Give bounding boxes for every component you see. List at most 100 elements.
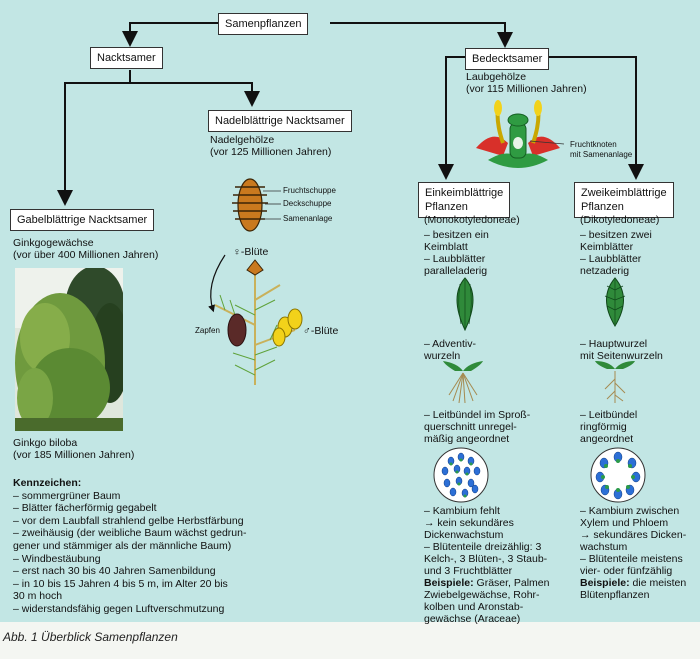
ginkgo-name: Ginkgo biloba bbox=[13, 437, 78, 449]
di-beispiele-text: Beispiele: die meisten Blütenpflanzen bbox=[580, 577, 686, 601]
di-keimblatt-text: – besitzen zwei Keimblätter– Laubblätter… bbox=[580, 229, 652, 277]
ginkgo-tree-photo bbox=[15, 268, 123, 431]
kennzeichen-title: Kennzeichen: bbox=[13, 477, 82, 489]
ginkgo-group: Ginkgogewächse bbox=[13, 237, 94, 249]
box-zweikeimblaettrige: Zweikeimblättrige Pflanzen bbox=[574, 182, 674, 218]
figure-caption: Abb. 1 Überblick Samenpflanzen bbox=[3, 630, 178, 644]
mono-keimblatt-line: – Laubblätter bbox=[424, 253, 486, 265]
laub-group: Laubgehölze bbox=[466, 71, 527, 83]
mono-wurzel-line: wurzeln bbox=[424, 350, 461, 362]
mono-leitbuendel-line: querschnitt unregel- bbox=[424, 421, 517, 433]
di-leaf-icon bbox=[604, 277, 626, 327]
nadel-label: Nadelblättrige Nacktsamer bbox=[215, 115, 345, 127]
laubgehoelze-text: Laubgehölze (vor 115 Millionen Jahren) bbox=[466, 71, 587, 95]
mono-root-icon bbox=[443, 361, 483, 403]
mono-beispiele-label: Beispiele: bbox=[424, 577, 474, 589]
nadel-age: (vor 125 Millionen Jahren) bbox=[210, 146, 332, 158]
kennzeichen-list: – sommergrüner Baum– Blätter fächerförmi… bbox=[13, 490, 246, 616]
mono-beispiele-0: Gräser, Palmen bbox=[473, 577, 550, 589]
label-female-flower: ♀-Blüte bbox=[233, 246, 269, 258]
kennzeichen-item: – widerstandsfähig gegen Luftverschmutzu… bbox=[13, 602, 225, 615]
mono-kambium-line: und 3 Fruchtblätter bbox=[424, 565, 513, 577]
mono-kambium-line: Dickenwachstum bbox=[424, 529, 504, 541]
kennzeichen-item: 30 m hoch bbox=[13, 590, 63, 603]
mono-kambium-line: – Kambium fehlt bbox=[424, 505, 500, 517]
mono-title-2: Pflanzen bbox=[425, 201, 468, 213]
di-keimblatt-line: – besitzen zwei bbox=[580, 229, 652, 241]
di-beispiele-1: Blütenpflanzen bbox=[580, 589, 650, 601]
kennzeichen-item: gener und stämmiger als der männliche Ba… bbox=[13, 539, 232, 552]
di-leitbuendel-line: ringförmig bbox=[580, 421, 627, 433]
kennzeichen-item: – erst nach 30 bis 40 Jahren Samenbildun… bbox=[13, 565, 216, 578]
kennzeichen-item: – Windbestäubung bbox=[13, 552, 101, 565]
kennzeichen-block: Kennzeichen: – sommergrüner Baum– Blätte… bbox=[13, 477, 246, 616]
di-wurzel-line: – Hauptwurzel bbox=[580, 338, 648, 350]
mono-keimblatt-line: – besitzen ein bbox=[424, 229, 489, 241]
kennzeichen-item: – Blätter fächerförmig gegabelt bbox=[13, 502, 157, 515]
angiosperm-flower-illustration bbox=[476, 100, 565, 168]
di-kambium-text: – Kambium zwischen Xylem und Phloem→ sek… bbox=[580, 505, 686, 577]
mono-leitbuendel-line: mäßig angeordnet bbox=[424, 433, 510, 445]
di-beispiele-0: die meisten bbox=[629, 577, 687, 589]
mono-beispiele-text: Beispiele: Gräser, Palmen Zwiebelgewächs… bbox=[424, 577, 549, 625]
di-keimblatt-line: – Laubblätter bbox=[580, 253, 642, 265]
mono-keimblatt-text: – besitzen ein Keimblatt– Laubblätter pa… bbox=[424, 229, 489, 277]
nacktsamer-label: Nacktsamer bbox=[97, 52, 156, 64]
nadel-group: Nadelgehölze bbox=[210, 134, 275, 146]
mono-beispiele-2: kolben und Aronstab- bbox=[424, 601, 524, 613]
bedecktsamer-label: Bedecktsamer bbox=[472, 53, 543, 65]
mono-kambium-text: – Kambium fehlt→ kein sekundäres Dickenw… bbox=[424, 505, 547, 577]
kennzeichen-item: – in 10 bis 15 Jahren 4 bis 5 m, im Alte… bbox=[13, 577, 228, 590]
di-kambium-line: – Kambium zwischen bbox=[580, 505, 680, 517]
kennzeichen-item: – sommergrüner Baum bbox=[13, 489, 121, 502]
mono-kambium-line: – Blütenteile dreizählig: 3 bbox=[424, 541, 542, 553]
label-deckschuppe: Deckschuppe bbox=[283, 199, 332, 208]
label-fruchtschuppe: Fruchtschuppe bbox=[283, 186, 336, 195]
di-wurzel-text: – Hauptwurzel mit Seitenwurzeln bbox=[580, 338, 663, 362]
kennzeichen-item: – zweihäusig (der weibliche Baum wächst … bbox=[13, 527, 247, 540]
di-leitbuendel-text: – Leitbündel ringförmig angeordnet bbox=[580, 409, 637, 445]
di-latin: (Dikotyledoneae) bbox=[580, 214, 660, 226]
mono-wurzel-text: – Adventiv- wurzeln bbox=[424, 338, 476, 362]
di-kambium-line: vier- oder fünfzählig bbox=[580, 565, 673, 577]
di-title-2: Pflanzen bbox=[581, 201, 624, 213]
nadel-group-text: Nadelgehölze (vor 125 Millionen Jahren) bbox=[210, 134, 331, 158]
root-label: Samenpflanzen bbox=[225, 18, 302, 30]
di-root-icon bbox=[595, 361, 635, 403]
box-nacktsamer: Nacktsamer bbox=[90, 47, 163, 69]
mono-beispiele-3: gewächse (Araceae) bbox=[424, 613, 521, 625]
di-kambium-line: → sekundäres Dicken- bbox=[580, 529, 687, 541]
samenanlage-label: mit Samenanlage bbox=[570, 150, 633, 159]
mono-stem-section-icon bbox=[433, 447, 489, 503]
mono-wurzel-line: – Adventiv- bbox=[424, 338, 476, 350]
mono-beispiele-1: Zwiebelgewächse, Rohr- bbox=[424, 589, 540, 601]
mono-kambium-line: Kelch-, 3 Blüten-, 3 Staub- bbox=[424, 553, 548, 565]
laub-age: (vor 115 Millionen Jahren) bbox=[466, 83, 587, 95]
ginkgo-group-text: Ginkgogewächse (vor über 400 Millionen J… bbox=[13, 237, 158, 261]
mono-leitbuendel-line: – Leitbündel im Sproß- bbox=[424, 409, 531, 421]
box-bedecktsamer: Bedecktsamer bbox=[465, 48, 550, 70]
mono-title-1: Einkeimblättrige bbox=[425, 187, 504, 199]
mono-keimblatt-line: Keimblatt bbox=[424, 241, 468, 253]
gabel-label: Gabelblättrige Nacktsamer bbox=[17, 214, 148, 226]
mono-leitbuendel-text: – Leitbündel im Sproß- querschnitt unreg… bbox=[424, 409, 530, 445]
flower-label: Fruchtknoten mit Samenanlage bbox=[570, 140, 632, 160]
di-leitbuendel-line: – Leitbündel bbox=[580, 409, 638, 421]
label-zapfen: Zapfen bbox=[195, 326, 220, 335]
box-gabelblaettrige: Gabelblättrige Nacktsamer bbox=[10, 209, 155, 231]
box-nadelblaettrige: Nadelblättrige Nacktsamer bbox=[208, 110, 352, 132]
label-male-flower: ♂-Blüte bbox=[303, 325, 339, 337]
cone-scale-icon bbox=[232, 178, 268, 232]
di-kambium-line: Xylem und Phloem bbox=[580, 517, 669, 529]
di-beispiele-label: Beispiele: bbox=[580, 577, 630, 589]
di-leitbuendel-line: angeordnet bbox=[580, 433, 634, 445]
di-kambium-line: – Blütenteile meistens bbox=[580, 553, 683, 565]
di-wurzel-line: mit Seitenwurzeln bbox=[580, 350, 663, 362]
mono-keimblatt-line: paralleladerig bbox=[424, 265, 488, 277]
di-keimblatt-line: Keimblätter bbox=[580, 241, 634, 253]
ginkgo-age: (vor über 400 Millionen Jahren) bbox=[13, 249, 159, 261]
ginkgo-photo-age: (vor 185 Millionen Jahren) bbox=[13, 449, 135, 461]
connector-lines bbox=[57, 22, 644, 206]
root-box-samenpflanzen: Samenpflanzen bbox=[218, 13, 309, 35]
